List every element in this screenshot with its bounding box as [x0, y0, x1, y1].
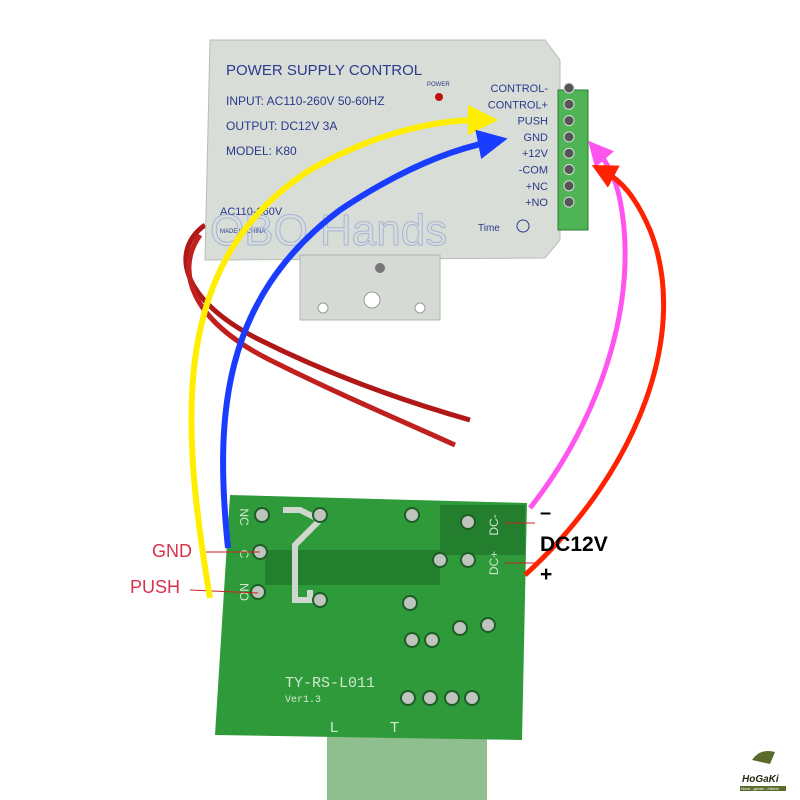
power-supply-unit	[204, 39, 589, 321]
ac-wire-2	[186, 233, 457, 448]
solder-pad	[452, 620, 468, 636]
solder-pad	[400, 690, 416, 706]
solder-pad	[424, 632, 440, 648]
solder-pad	[460, 552, 476, 568]
screw-icon	[563, 115, 575, 127]
led-label-t: T	[390, 719, 399, 736]
screw-icon	[563, 196, 575, 208]
screw-icon	[563, 131, 575, 143]
board-model: TY-RS-L011	[285, 675, 375, 692]
terminal-label: CONTROL-	[491, 83, 549, 95]
psu-input: INPUT: AC110-260V 50-60HZ	[226, 94, 385, 108]
terminal-label: +NO	[525, 197, 548, 209]
psu-output: OUTPUT: DC12V 3A	[226, 119, 337, 133]
solder-pad	[312, 507, 328, 523]
time-knob-icon	[516, 219, 530, 233]
gnd-wire-arrow	[220, 129, 508, 549]
pin-label-dcminus: DC-	[487, 514, 501, 535]
screw-icon	[563, 147, 575, 159]
solder-pad	[480, 617, 496, 633]
solder-pad	[402, 595, 418, 611]
logo-name: HoGaKi	[742, 774, 779, 785]
psu-model: MODEL: K80	[226, 144, 297, 158]
terminal-label: PUSH	[517, 116, 548, 128]
terminal-labels: CONTROL- CONTROL+ PUSH GND +12V -COM +NC +NO	[488, 83, 549, 209]
solder-pad	[404, 507, 420, 523]
screw-icon	[563, 164, 575, 175]
terminal-label: +NC	[526, 181, 548, 193]
terminal-block	[557, 89, 589, 231]
minus-callout: –	[540, 502, 552, 524]
solder-pad	[254, 507, 270, 523]
pin-label-dcplus: DC+	[487, 551, 501, 575]
solder-pad	[460, 514, 476, 530]
psu-title: POWER SUPPLY CONTROL	[226, 62, 422, 79]
power-led-label: POWER	[427, 82, 450, 88]
power-led	[435, 93, 443, 101]
time-label: Time	[478, 223, 500, 234]
logo-tagline: Home - garden - Kitchen	[741, 787, 779, 791]
pin-label-nc: NC	[237, 508, 251, 526]
solder-pad	[422, 690, 438, 706]
push-wire-arrow	[188, 105, 498, 599]
screw-icon	[563, 98, 575, 110]
positive-wire-arrow	[523, 164, 667, 577]
relay-board	[215, 495, 527, 800]
gnd-callout: GND	[152, 541, 192, 561]
terminal-label: GND	[524, 132, 549, 144]
solder-pad	[250, 584, 266, 600]
board-connector	[327, 730, 487, 800]
plus-callout: +	[540, 563, 553, 586]
ac-label: AC110-260V	[220, 206, 283, 218]
dc12v-callout: DC12V	[540, 533, 608, 556]
terminal-label: CONTROL+	[488, 99, 548, 111]
board-version: Ver1.3	[285, 695, 321, 706]
push-callout: PUSH	[130, 577, 181, 597]
solder-pad	[444, 690, 460, 706]
watermark: OBO Hands	[210, 206, 447, 255]
solder-pad	[432, 552, 448, 568]
screw-icon	[563, 180, 575, 192]
pin-label-c: C	[237, 550, 251, 559]
solder-pad	[312, 592, 328, 608]
terminal-label: -COM	[519, 165, 548, 177]
led-label-l: L	[330, 719, 338, 736]
screw-icon	[563, 82, 575, 94]
hogaki-logo: HoGaKi Home - garden - Kitchen	[740, 751, 786, 791]
ac-wire-1	[183, 222, 471, 423]
solder-pad	[464, 690, 480, 706]
mount-hole	[363, 291, 381, 309]
terminal-label: +12V	[522, 148, 549, 160]
solder-pad	[404, 632, 420, 648]
push-leader	[189, 589, 259, 594]
